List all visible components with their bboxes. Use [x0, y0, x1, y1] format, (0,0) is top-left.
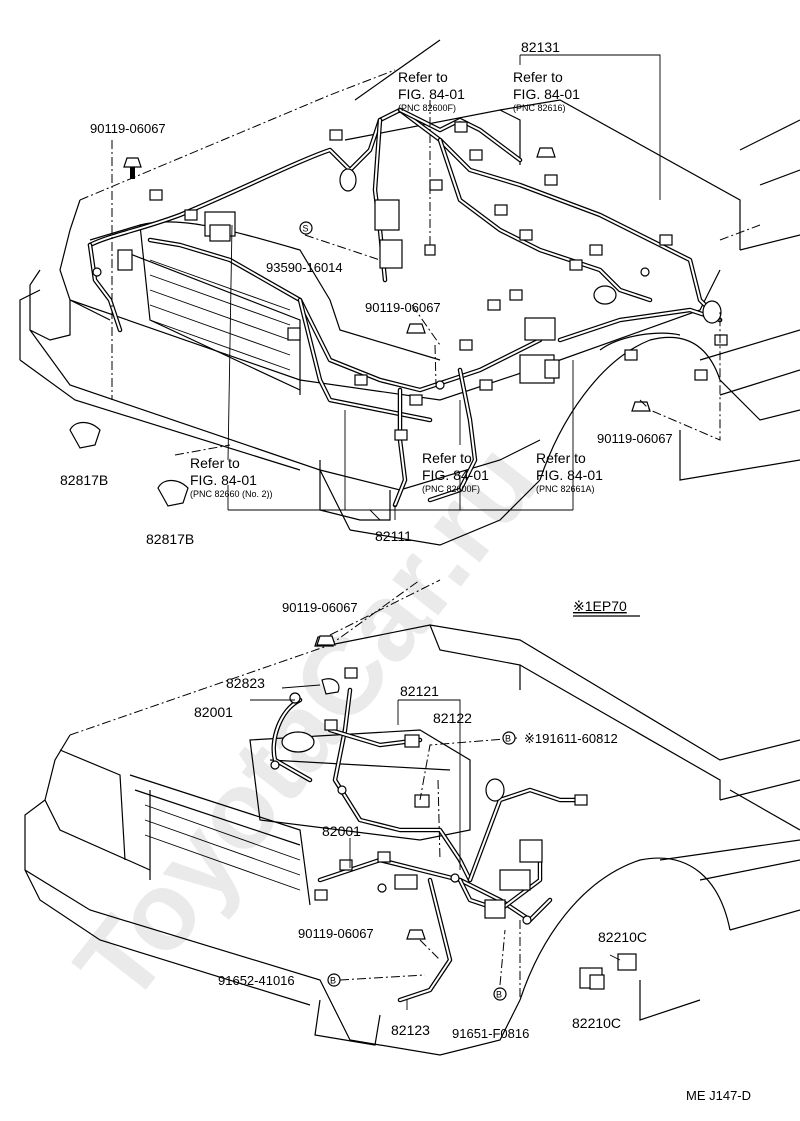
refer-82661a-line3: (PNC 82661A)	[536, 484, 595, 494]
refer-82660-line1: Refer to	[190, 455, 240, 471]
label-82823: 82823	[226, 675, 265, 691]
b-mark-icon-a	[502, 731, 516, 745]
label-82210c-b: 82210C	[572, 1015, 621, 1031]
refer-82661a-line2: FIG. 84-01	[536, 467, 603, 483]
top-labels: 82131 Refer to FIG. 84-01 (PNC 82600F) R…	[60, 39, 673, 547]
refer-82661a-line1: Refer to	[536, 450, 586, 466]
refer-82600f-b-line3: (PNC 82600F)	[422, 484, 480, 494]
variant-label: ※1EP70	[573, 598, 627, 614]
label-90119-06067-c: 90119-06067	[597, 431, 673, 446]
top-leader-lines	[111, 54, 721, 521]
refer-82600f-b-line2: FIG. 84-01	[422, 467, 489, 483]
label-93590-16014: 93590-16014	[266, 260, 343, 275]
label-90119-06067-e: 90119-06067	[298, 926, 374, 941]
label-82001-a: 82001	[194, 704, 233, 720]
refer-82600f-line2: FIG. 84-01	[398, 86, 465, 102]
bottom-wire-harness	[270, 636, 637, 1003]
refer-82660-line3: (PNC 82660 (No. 2))	[190, 489, 273, 499]
label-90119-06067-b: 90119-06067	[365, 300, 441, 315]
b-mark-a: B	[505, 734, 511, 744]
label-191611-60812: ※191611-60812	[524, 731, 618, 746]
label-90119-06067-a: 90119-06067	[90, 121, 166, 136]
figure-code: ME J147-D	[686, 1088, 751, 1103]
label-91651-f0816: 91651-F0816	[452, 1026, 529, 1041]
s-mark-icon	[299, 221, 313, 235]
label-91652-41016: 91652-41016	[218, 973, 295, 988]
label-82210c-a: 82210C	[598, 929, 647, 945]
s-mark: S	[303, 224, 309, 234]
label-82817b-a: 82817B	[60, 472, 108, 488]
b-mark-c: B	[496, 990, 502, 1000]
label-82121: 82121	[400, 683, 439, 699]
top-wire-harness	[69, 107, 728, 508]
label-82001-b: 82001	[322, 823, 361, 839]
label-82111: 82111	[375, 528, 412, 544]
refer-82600f-line3: (PNC 82600F)	[398, 103, 456, 113]
refer-82660-line2: FIG. 84-01	[190, 472, 257, 488]
label-82122: 82122	[433, 710, 472, 726]
b-mark-b: B	[330, 976, 336, 986]
b-mark-icon-b	[327, 973, 341, 987]
bottom-vehicle-outline	[24, 579, 800, 1056]
b-mark-icon-c	[493, 987, 507, 1001]
label-82131: 82131	[521, 39, 560, 55]
label-82123: 82123	[391, 1022, 430, 1038]
label-90119-06067-d: 90119-06067	[282, 600, 358, 615]
refer-82616-line2: FIG. 84-01	[513, 86, 580, 102]
refer-82616-line1: Refer to	[513, 69, 563, 85]
refer-82616-line3: (PNC 82616)	[513, 103, 566, 113]
bottom-labels: ※1EP70 90119-06067 82823 82001 82121 821…	[194, 598, 647, 1041]
label-82817b-b: 82817B	[146, 531, 194, 547]
refer-82600f-b-line1: Refer to	[422, 450, 472, 466]
bottom-leader-lines	[250, 579, 621, 1010]
refer-82600f-line1: Refer to	[398, 69, 448, 85]
